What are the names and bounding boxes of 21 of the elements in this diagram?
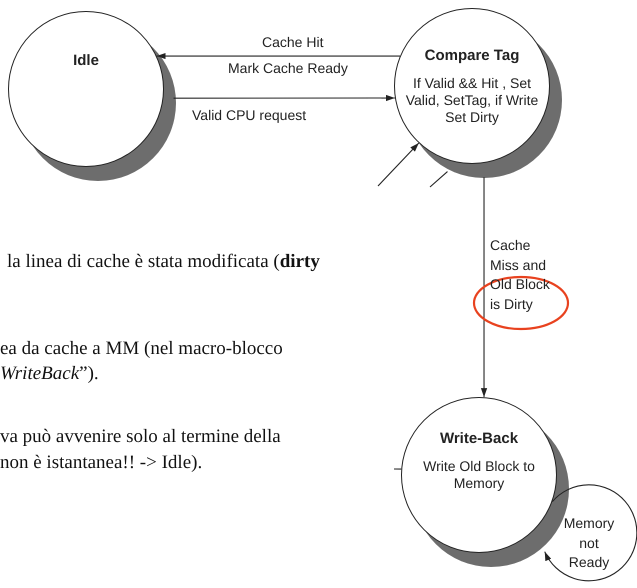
edge-label: Valid CPU request [192,107,306,124]
state-name: Compare Tag [424,47,520,64]
transition-arrow [156,52,400,60]
state-name: Idle [72,52,100,69]
transition-line [430,171,448,188]
text-fragment: ea da cache a MM (nel macro-blocco [0,338,283,360]
state-action: If Valid && Hit , Set Valid, SetTag, if Write Set Dirty [404,75,540,126]
transition-arrow [378,142,420,186]
transition-arrow [174,94,395,102]
action-label: Mark Cache Ready [228,60,348,77]
state-action: Write Old Block to Memory [422,458,536,492]
transition-line [394,468,402,470]
transition-arrow [480,177,488,398]
text-fragment: va può avvenire solo al termine della [0,426,281,448]
state-name: Write-Back [438,430,520,447]
transition-arrow [544,484,637,582]
edge-label: Memory not Ready [562,514,616,572]
edge-label: Cache Miss and Old Block is Dirty [490,236,551,314]
text-fragment: WriteBack”). [0,363,99,385]
text-fragment: la linea di cache è stata modificata (dirty [7,251,320,273]
text-fragment: non è istantanea!! -> Idle). [0,452,202,474]
